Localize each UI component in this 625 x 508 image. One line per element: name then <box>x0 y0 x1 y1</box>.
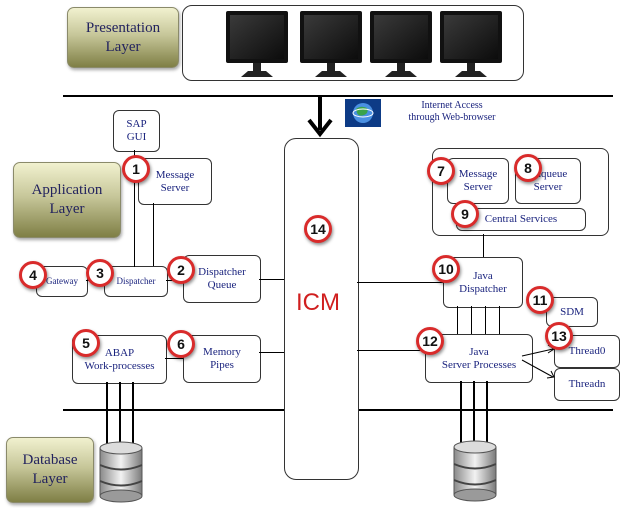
internet-access-label: Internet Access through Web-browser <box>408 100 496 123</box>
central-message-server-box: Message Server <box>447 158 509 204</box>
connector <box>485 306 486 334</box>
connector <box>153 203 154 266</box>
badge-2: 2 <box>167 256 195 284</box>
badge-9: 9 <box>451 200 479 228</box>
badge-5: 5 <box>72 329 100 357</box>
connector <box>259 279 284 280</box>
connector <box>457 306 458 334</box>
badge-12: 12 <box>416 327 444 355</box>
presentation-layer-label: Presentation Layer <box>67 7 179 68</box>
badge-14: 14 <box>304 215 332 243</box>
sap-gui-box: SAP GUI <box>113 110 160 152</box>
icm-label: ICM <box>296 289 340 316</box>
badge-10: 10 <box>432 255 460 283</box>
presentation-separator <box>63 95 613 97</box>
database-layer-label: Database Layer <box>6 437 94 503</box>
badge-8: 8 <box>514 154 542 182</box>
globe-icon <box>345 99 381 127</box>
monitor-icon <box>440 11 502 77</box>
connector <box>357 282 443 283</box>
badge-1: 1 <box>122 155 150 183</box>
connector <box>106 382 108 448</box>
connector <box>357 350 425 351</box>
connector <box>134 150 135 267</box>
database-icon <box>453 440 497 502</box>
application-layer-label: Application Layer <box>13 162 121 238</box>
monitor-icon <box>226 11 288 77</box>
message-server-box: Message Server <box>138 158 212 205</box>
monitor-icon <box>300 11 362 77</box>
monitor-icon <box>370 11 432 77</box>
badge-3: 3 <box>86 259 114 287</box>
connector <box>119 382 121 448</box>
monitors <box>226 11 502 77</box>
dispatcher-queue-box: Dispatcher Queue <box>183 255 261 303</box>
connector <box>165 358 183 359</box>
memory-pipes-box: Memory Pipes <box>183 335 261 383</box>
badge-11: 11 <box>526 286 554 314</box>
connector <box>499 306 500 334</box>
connector <box>486 381 488 447</box>
badge-13: 13 <box>545 322 573 350</box>
connector <box>259 352 284 353</box>
connector <box>473 381 475 447</box>
threadn-box: Threadn <box>554 368 620 401</box>
connector <box>132 382 134 448</box>
connector <box>483 234 484 257</box>
icm-box <box>284 138 359 480</box>
badge-6: 6 <box>167 330 195 358</box>
central-services-box: Central Services <box>456 208 586 231</box>
database-icon <box>99 441 143 503</box>
badge-4: 4 <box>19 261 47 289</box>
badge-7: 7 <box>427 157 455 185</box>
connector <box>471 306 472 334</box>
dispatcher-box: Dispatcher <box>104 266 168 297</box>
connector <box>460 381 462 447</box>
down-arrow-icon <box>307 96 333 138</box>
